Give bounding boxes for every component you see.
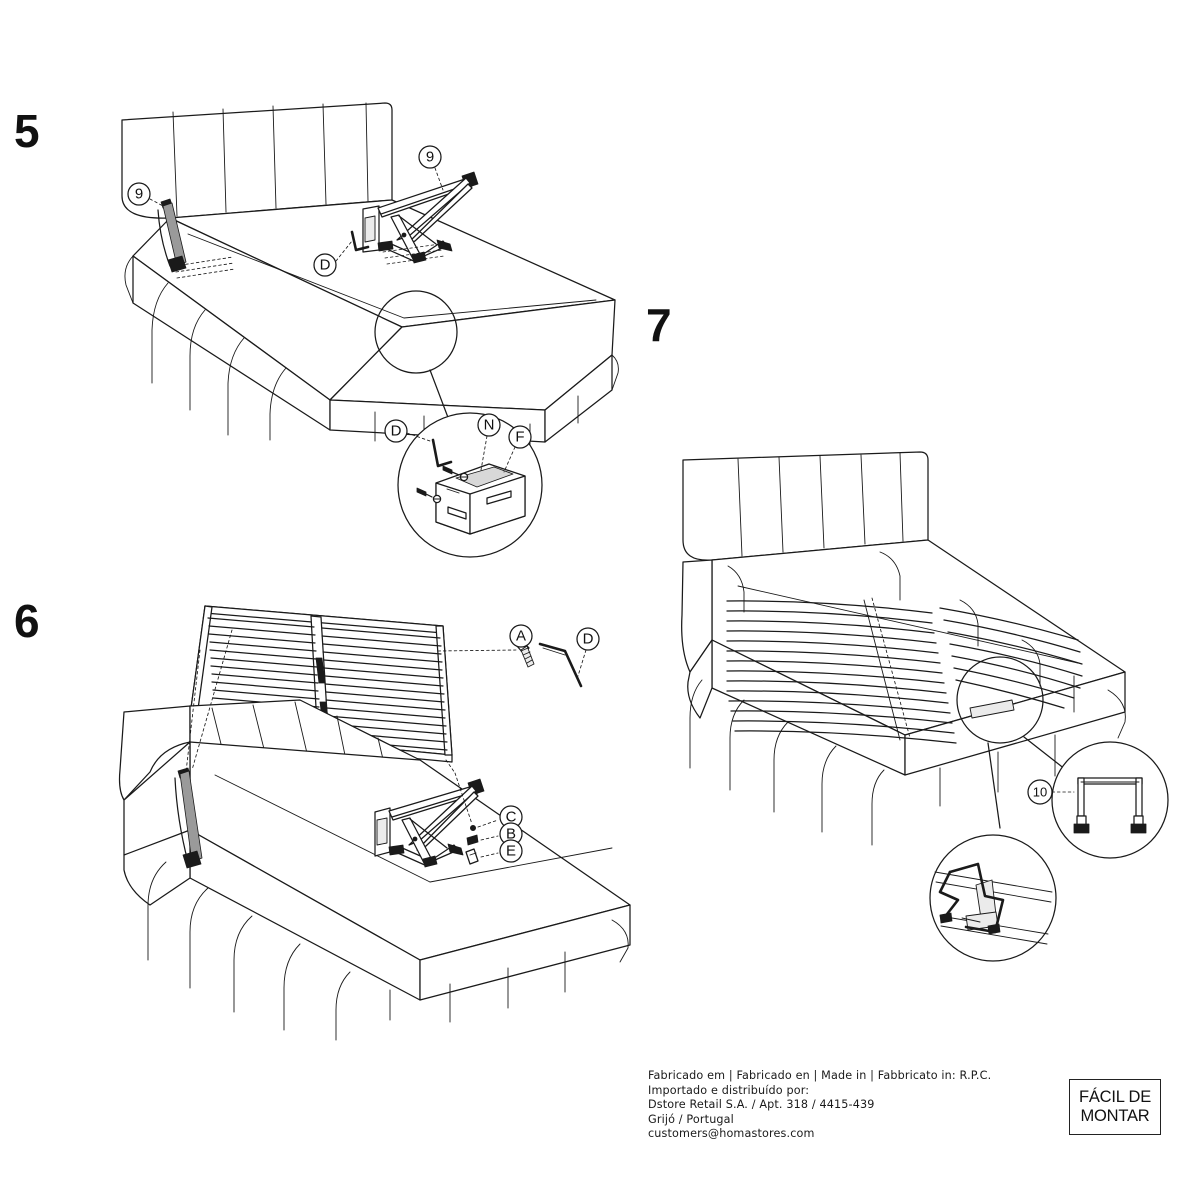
slats-step7 xyxy=(726,600,1083,744)
leader-slat-to-mech-step6 xyxy=(454,772,473,825)
svg-text:D: D xyxy=(583,631,594,648)
detail-source-circle-step7 xyxy=(956,656,1044,744)
step-5-illustration: 9 xyxy=(121,102,619,558)
screw-lower-step5-detail xyxy=(416,487,442,504)
detail-circle-step5 xyxy=(397,412,543,558)
footer-text: Fabricado em | Fabricado en | Made in | … xyxy=(648,1069,1068,1142)
step-number-5: 5 xyxy=(14,105,40,157)
leader-arm-step6 xyxy=(445,759,456,774)
svg-text:9: 9 xyxy=(426,149,434,166)
hex-key-D-step5 xyxy=(350,230,370,252)
step-number-7: 7 xyxy=(646,299,672,351)
slat-base-installed-step7 xyxy=(726,585,1083,744)
svg-text:N: N xyxy=(484,417,495,434)
screw-upper-step5-detail xyxy=(442,465,469,482)
detail-source-circle-step5 xyxy=(374,290,458,374)
svg-text:A: A xyxy=(516,628,526,645)
headboard-step5 xyxy=(121,102,393,219)
badge-line-1: FÁCIL DE xyxy=(1078,1088,1152,1106)
footer-line-5: customers@homastores.com xyxy=(648,1127,815,1141)
callout-F-step5-detail: F xyxy=(503,425,532,473)
callout-9-right-step5: 9 xyxy=(418,145,444,191)
svg-text:10: 10 xyxy=(1033,785,1047,800)
gas-strut-left-step6 xyxy=(174,767,203,869)
facil-de-montar-badge: FÁCIL DE MONTAR xyxy=(1069,1079,1161,1135)
step-7-illustration: 10 xyxy=(681,451,1169,962)
callout-D-step6: D xyxy=(576,627,600,677)
svg-text:F: F xyxy=(515,429,524,446)
callout-D-step5: D xyxy=(313,240,353,277)
lift-mechanism-step6 xyxy=(374,778,485,868)
svg-text:9: 9 xyxy=(135,186,143,203)
svg-text:D: D xyxy=(320,257,331,274)
step-6-illustration: A D C B xyxy=(118,605,631,1041)
svg-text:B: B xyxy=(506,826,516,843)
footer-line-3: Dstore Retail S.A. / Apt. 318 / 4415-439 xyxy=(648,1098,875,1112)
bed-frame-step7 xyxy=(681,539,1126,846)
gas-strut-left-step5 xyxy=(157,198,187,273)
detail-circle-handle-installed-step7 xyxy=(929,834,1057,962)
callout-A-step6: A xyxy=(509,624,533,648)
svg-text:D: D xyxy=(391,423,402,440)
badge-line-2: MONTAR xyxy=(1080,1107,1150,1125)
detail-leader-a-step7 xyxy=(987,742,1001,829)
callout-D-step5-detail: D xyxy=(384,419,431,443)
callout-9-left-step5: 9 xyxy=(127,182,164,207)
callout-10-step7: 10 xyxy=(1027,779,1075,805)
svg-text:C: C xyxy=(506,809,517,826)
callout-N-step5-detail: N xyxy=(477,413,501,471)
handle-installed-step7 xyxy=(969,699,1015,719)
footer-line-4: Grijó / Portugal xyxy=(648,1112,734,1126)
footer-line-1: Fabricado em | Fabricado en | Made in | … xyxy=(648,1069,992,1082)
fastener-C-step6: C xyxy=(469,805,523,832)
step-number-6: 6 xyxy=(14,595,40,647)
bed-frame-step6 xyxy=(123,741,631,1041)
lift-mechanism-step5 xyxy=(362,171,479,264)
footer-line-2: Importado e distribuído por: xyxy=(648,1083,810,1097)
hex-key-D-step6 xyxy=(538,642,583,688)
headboard-step7 xyxy=(682,451,929,561)
detail-circle-part10-step7 xyxy=(1051,741,1169,859)
slat-leader-left-step6 xyxy=(185,649,201,773)
svg-text:E: E xyxy=(506,843,516,860)
leader-A-step6 xyxy=(437,649,517,652)
fastener-E-step6: E xyxy=(465,839,523,865)
slat-leader-left2-step6 xyxy=(191,629,233,771)
